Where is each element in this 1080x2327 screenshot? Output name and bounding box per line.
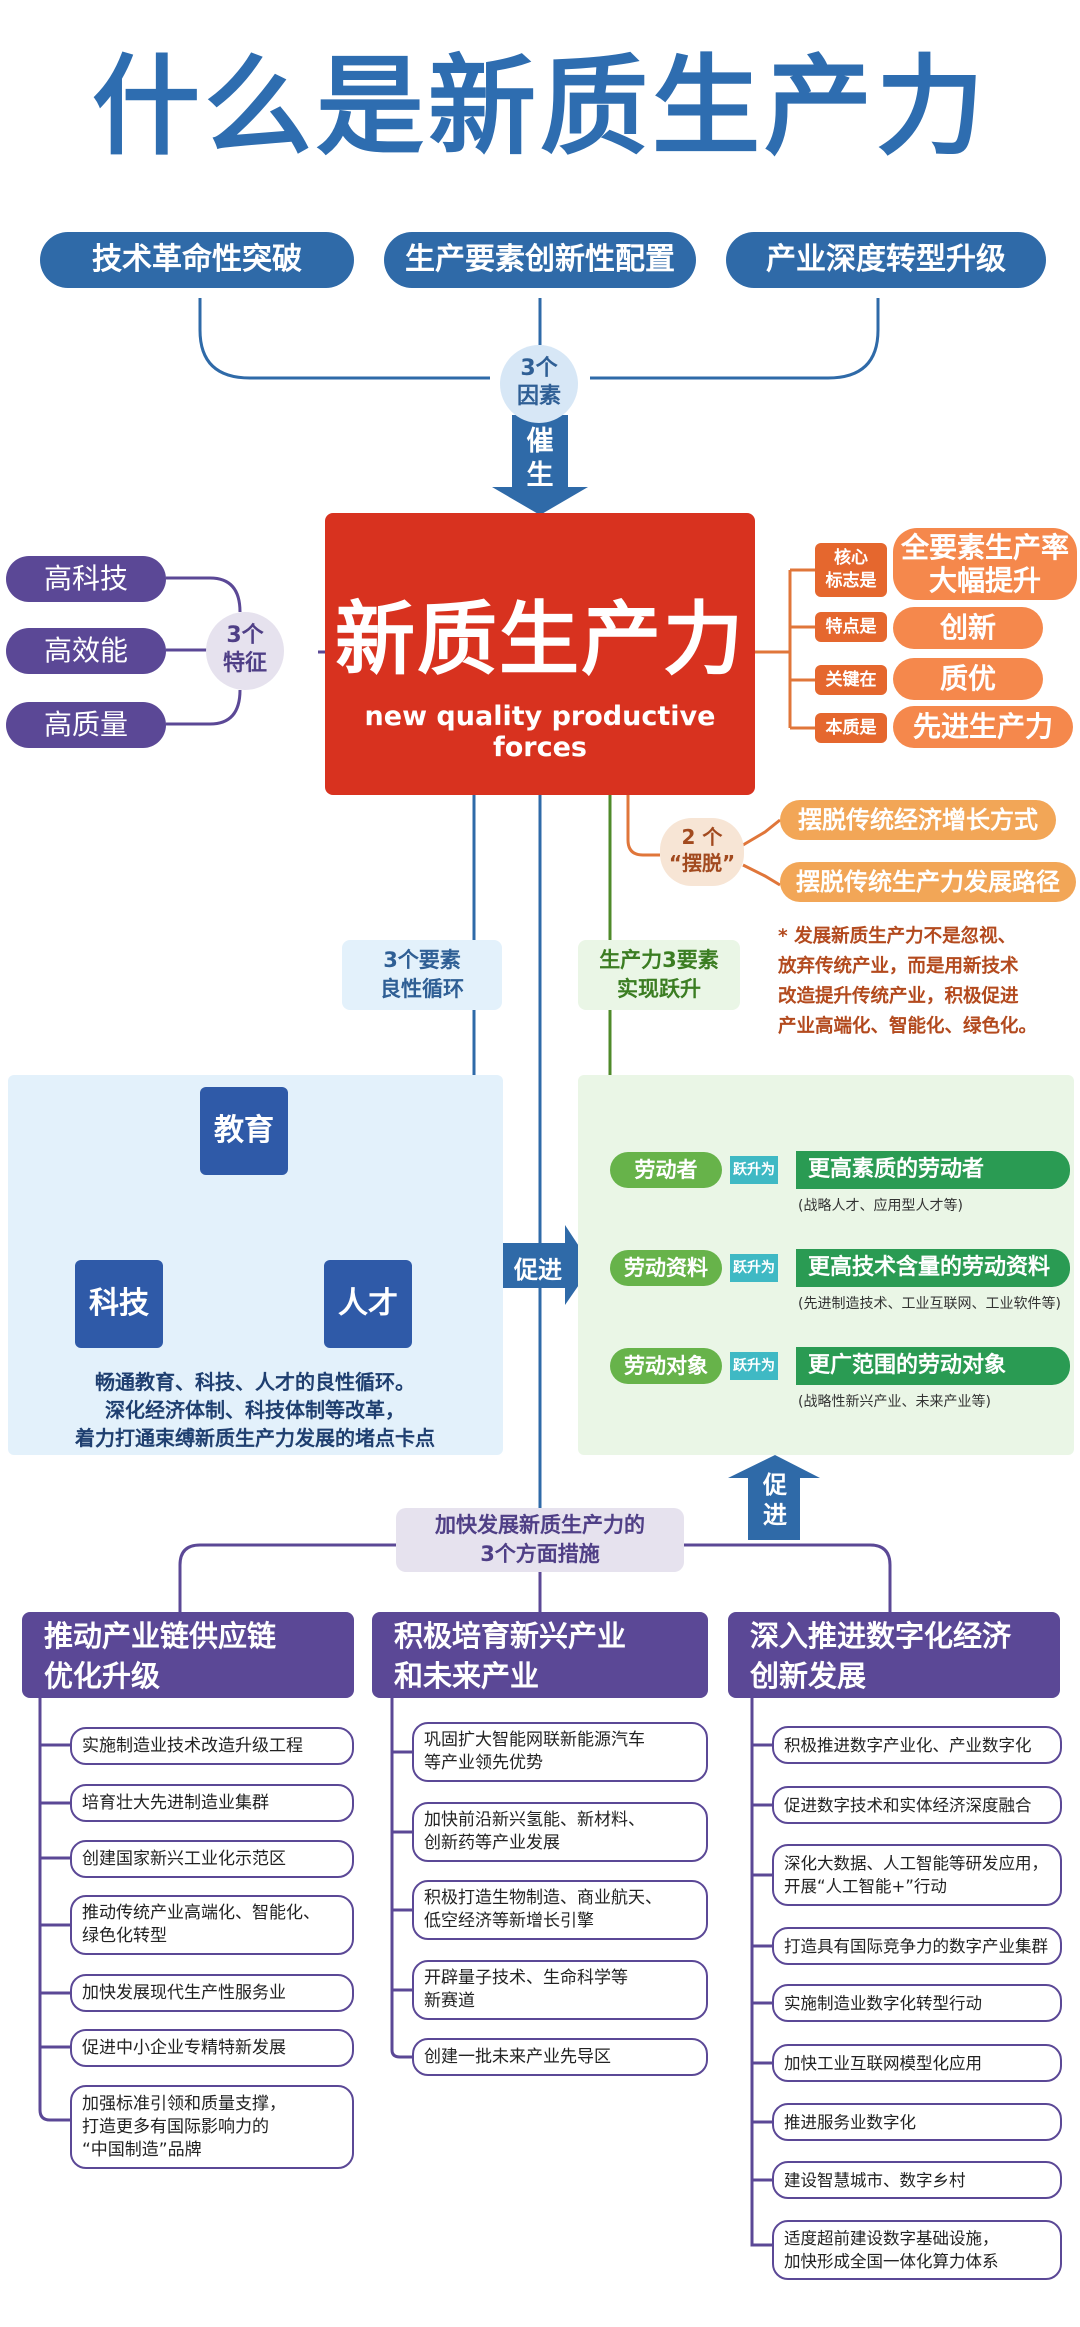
measure-3-item-4: 打造具有国际竞争力的数字产业集群 [772,1927,1062,1965]
leap-from-1: 劳动者 [610,1152,722,1188]
measure-1-item-5: 加快发展现代生产性服务业 [70,1974,354,2012]
features-badge: 3个 特征 [206,612,284,690]
measure-3-item-2: 促进数字技术和实体经济深度融合 [772,1786,1062,1824]
attr-tag-1: 核心 标志是 [815,543,887,597]
page-title: 什么是新质生产力 [91,45,988,170]
factor-pill-2: 生产要素创新性配置 [384,232,696,288]
leap-jump-2: 跃升为 [730,1254,778,1282]
leap-note-3: (战略性新兴产业、未来产业等) [798,1394,991,1410]
leap-from-3: 劳动对象 [610,1348,722,1384]
breakaway-item-2: 摆脱传统生产力发展路径 [780,862,1076,902]
measure-2-item-5: 创建一批未来产业先导区 [412,2038,708,2076]
measure-3-item-9: 适度超前建设数字基础设施， 加快形成全国一体化算力体系 [772,2220,1062,2280]
breakaway-badge: 2 个 “摆脱” [660,818,744,886]
measure-3-item-1: 积极推进数字产业化、产业数字化 [772,1726,1062,1764]
measure-3-item-8: 建设智慧城市、数字乡村 [772,2161,1062,2199]
up-arrow-icon [728,1455,820,1540]
down-arrow-icon [492,415,588,515]
attr-value-1: 全要素生产率 大幅提升 [893,528,1077,600]
leap-jump-3: 跃升为 [730,1352,778,1380]
cycle-description: 畅通教育、科技、人才的良性循环。 深化经济体制、科技体制等改革， 着力打通束缚新… [75,1370,435,1450]
breakaway-item-1: 摆脱传统经济增长方式 [780,800,1056,840]
measure-2-item-2: 加快前沿新兴氢能、新材料、 创新药等产业发展 [412,1802,708,1862]
measure-1-item-3: 创建国家新兴工业化示范区 [70,1840,354,1878]
measure-3-item-3: 深化大数据、人工智能等研发应用， 开展“人工智能+”行动 [772,1844,1062,1906]
leap-from-2: 劳动资料 [610,1250,722,1286]
attr-tag-4: 本质是 [815,713,887,743]
promote-up-label: 促 进 [763,1471,787,1529]
attr-value-2: 创新 [893,607,1043,649]
measure-1-item-6: 促进中小企业专精特新发展 [70,2029,354,2067]
measure-1-item-4: 推动传统产业高端化、智能化、 绿色化转型 [70,1895,354,1955]
cycle-node-talent: 人才 [324,1260,412,1348]
factor-pill-1: 技术革命性突破 [40,232,354,288]
measure-2-item-1: 巩固扩大智能网联新能源汽车 等产业领先优势 [412,1722,708,1782]
measure-2-item-3: 积极打造生物制造、商业航天、 低空经济等新增长引擎 [412,1880,708,1940]
feature-pill-2: 高效能 [6,628,166,674]
feature-pill-1: 高科技 [6,556,166,602]
attr-value-3: 质优 [893,658,1043,700]
measure-3-item-7: 推进服务业数字化 [772,2103,1062,2141]
catalyze-label: 催 生 [526,426,554,491]
measure-head-1: 推动产业链供应链 优化升级 [22,1612,354,1698]
factors-badge: 3个 因素 [500,345,578,423]
attr-tag-2: 特点是 [815,612,887,642]
core-subtitle: new quality productive forces [364,701,716,763]
leap-jump-1: 跃升为 [730,1156,778,1184]
measure-3-item-6: 加快工业互联网模型化应用 [772,2044,1062,2082]
leap-to-1: 更高素质的劳动者 [796,1151,1070,1189]
breakaway-note: * 发展新质生产力不是忽视、 放弃传统产业，而是用新技术 改造提升传统产业，积极… [778,926,1038,1037]
leap-to-2: 更高技术含量的劳动资料 [796,1249,1070,1287]
attr-value-4: 先进生产力 [893,706,1073,748]
attr-tag-3: 关键在 [815,665,887,695]
core-title: 新质生产力 [335,593,745,686]
promote-label: 促进 [514,1256,562,1284]
leap-note-1: (战略人才、应用型人才等) [798,1198,963,1214]
leap-to-3: 更广范围的劳动对象 [796,1347,1070,1385]
leap-note-2: (先进制造技术、工业互联网、工业软件等) [798,1296,1061,1312]
cycle-node-technology: 科技 [75,1260,163,1348]
measure-1-item-7: 加强标准引领和质量支撑， 打造更多有国际影响力的 “中国制造”品牌 [70,2085,354,2169]
measure-head-3: 深入推进数字化经济 创新发展 [728,1612,1060,1698]
factor-pill-3: 产业深度转型升级 [726,232,1046,288]
measures-label: 加快发展新质生产力的 3个方面措施 [396,1508,684,1572]
right-arrow-icon [500,1225,592,1305]
cycle-label: 3个要素 良性循环 [342,940,502,1010]
measure-3-item-5: 实施制造业数字化转型行动 [772,1984,1062,2022]
leap-label: 生产力3要素 实现跃升 [578,940,740,1010]
cycle-node-education: 教育 [200,1087,288,1175]
feature-pill-3: 高质量 [6,702,166,748]
measure-2-item-4: 开辟量子技术、生命科学等 新赛道 [412,1960,708,2020]
core-box: 新质生产力 new quality productive forces [325,513,755,795]
measure-1-item-1: 实施制造业技术改造升级工程 [70,1727,354,1765]
measure-1-item-2: 培育壮大先进制造业集群 [70,1784,354,1822]
measure-head-2: 积极培育新兴产业 和未来产业 [372,1612,708,1698]
